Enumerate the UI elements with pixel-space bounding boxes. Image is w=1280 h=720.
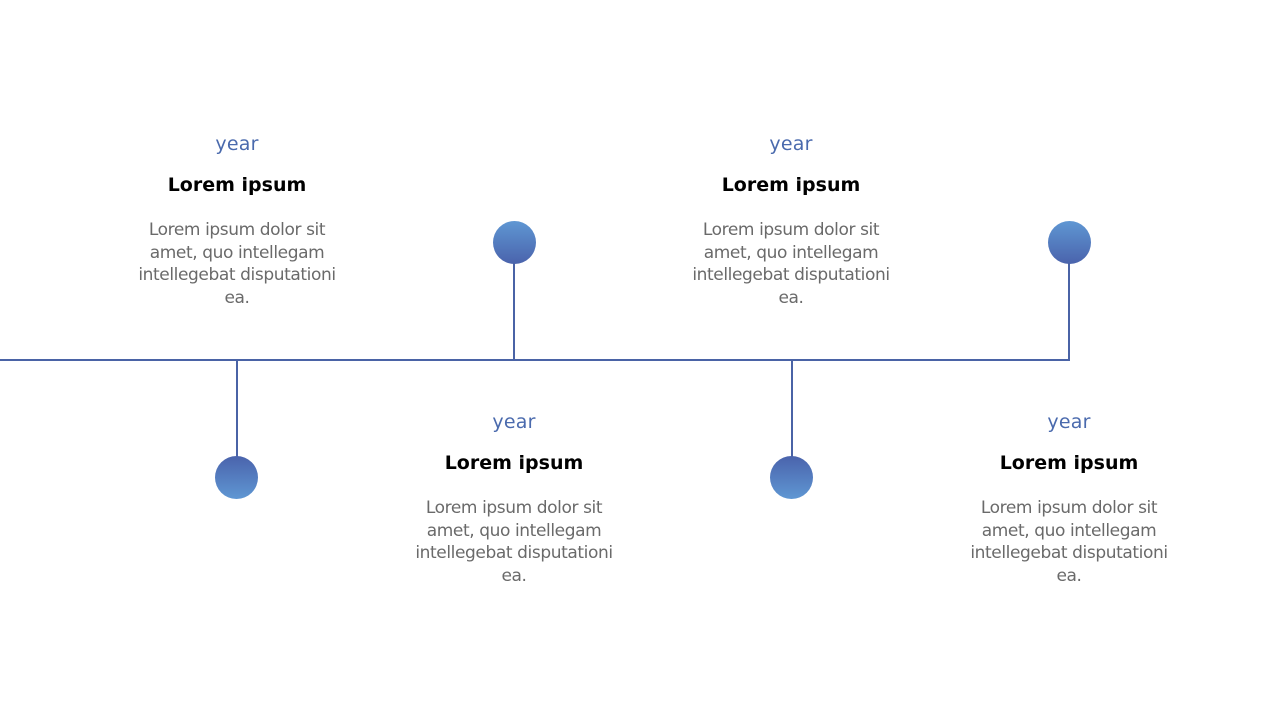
timeline-axis-line — [0, 359, 1070, 361]
milestone-3-dot-icon — [770, 456, 813, 499]
milestone-4-title: Lorem ipsum — [999, 452, 1139, 474]
milestone-1-title: Lorem ipsum — [167, 174, 307, 196]
milestone-4-card: year Lorem ipsum Lorem ipsum dolor sit a… — [949, 410, 1189, 587]
milestone-4-description: Lorem ipsum dolor sit amet, quo intelleg… — [970, 498, 1168, 586]
milestone-3-description: Lorem ipsum dolor sit amet, quo intelleg… — [692, 220, 890, 308]
milestone-3-year: year — [769, 133, 813, 155]
milestone-3-connector — [791, 360, 793, 457]
milestone-2-year: year — [492, 411, 536, 433]
milestone-4-connector — [1068, 263, 1070, 360]
milestone-4-dot-icon — [1048, 221, 1091, 264]
milestone-1-card: year Lorem ipsum Lorem ipsum dolor sit a… — [117, 132, 357, 309]
milestone-3-card: year Lorem ipsum Lorem ipsum dolor sit a… — [671, 132, 911, 309]
milestone-2-description: Lorem ipsum dolor sit amet, quo intelleg… — [415, 498, 613, 586]
milestone-2-card: year Lorem ipsum Lorem ipsum dolor sit a… — [394, 410, 634, 587]
milestone-2-connector — [513, 263, 515, 360]
milestone-4-year: year — [1047, 411, 1091, 433]
milestone-1-connector — [236, 360, 238, 457]
milestone-1-dot-icon — [215, 456, 258, 499]
milestone-1-year: year — [215, 133, 259, 155]
milestone-3-title: Lorem ipsum — [721, 174, 861, 196]
milestone-2-dot-icon — [493, 221, 536, 264]
milestone-2-title: Lorem ipsum — [444, 452, 584, 474]
milestone-1-description: Lorem ipsum dolor sit amet, quo intelleg… — [138, 220, 336, 308]
